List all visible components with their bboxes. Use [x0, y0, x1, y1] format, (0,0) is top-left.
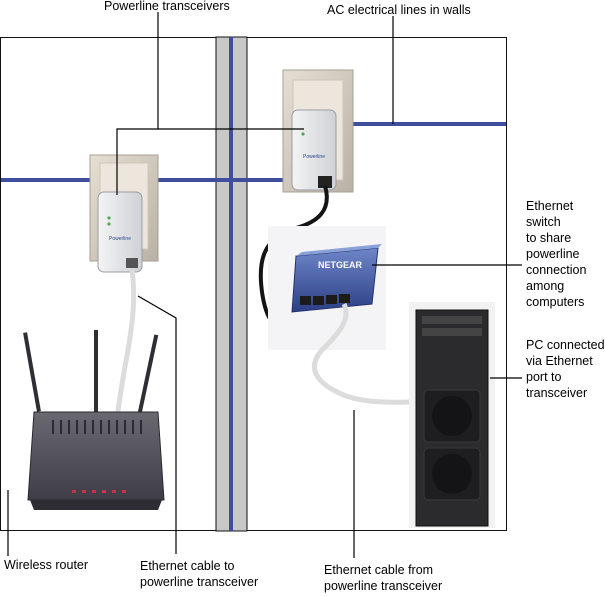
callout-lines: [7, 12, 522, 558]
label-ac-electrical-lines: AC electrical lines in walls: [327, 3, 471, 17]
transceiver-brand-text: Powerline: [303, 154, 325, 160]
label-powerline-transceivers: Powerline transceivers: [104, 0, 230, 13]
label-wireless-router: Wireless router: [4, 558, 89, 572]
ethernet-switch: NETGEAR: [268, 226, 386, 350]
wireless-router: [23, 330, 165, 510]
white-ethernet-cable-to-router: [115, 269, 137, 413]
transceiver-brand-text: Powerline: [109, 236, 131, 242]
white-ethernet-cable-to-pc: [311, 302, 417, 405]
right-powerline-transceiver: Powerline: [291, 109, 337, 191]
switch-brand-text: NETGEAR: [318, 260, 363, 270]
pc-tower: [409, 302, 495, 528]
left-powerline-transceiver: Powerline: [97, 191, 143, 273]
